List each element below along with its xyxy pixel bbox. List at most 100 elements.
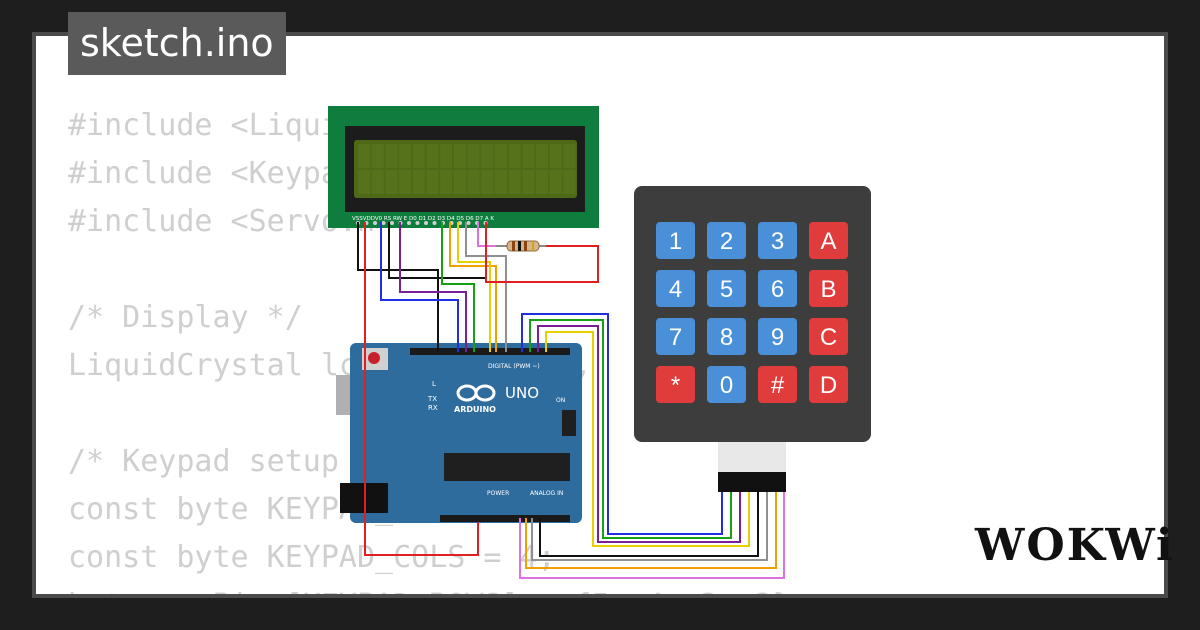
keypad-key-B[interactable]: B	[809, 270, 848, 307]
arduino-brand-label: ARDUINO	[454, 405, 496, 414]
keypad-key-cap	[707, 222, 746, 259]
wire-purple-e	[399, 222, 467, 352]
keypad-key-7[interactable]: 7	[656, 318, 695, 355]
lcd-pin[interactable]	[373, 221, 377, 225]
keypad-key-label: B	[820, 276, 836, 303]
lcd-pin[interactable]	[415, 221, 420, 225]
lcd-cell	[399, 144, 412, 168]
lcd-pin[interactable]	[390, 221, 394, 225]
keypad-key-D[interactable]: D	[809, 366, 848, 403]
lcd-pin[interactable]	[432, 221, 437, 225]
keypad-key-cap	[758, 366, 797, 403]
wire-gray-a2	[531, 492, 768, 561]
resistor[interactable]	[496, 240, 546, 252]
keypad-key-cap	[758, 222, 797, 259]
reset-button[interactable]	[368, 352, 380, 364]
frame-top	[36, 32, 1166, 36]
keypad-key-cap	[707, 318, 746, 355]
keypad-key-#[interactable]: #	[758, 366, 797, 403]
keypad-key-cap	[656, 318, 695, 355]
keypad-key-label: 5	[720, 276, 733, 303]
code-line[interactable]: /* Display */	[68, 300, 303, 335]
arduino-uno[interactable]: DIGITAL (PWM ~) L TX RX ON UNO ARDUINO P…	[336, 343, 582, 523]
power-header-label: POWER	[487, 490, 509, 497]
lcd-pin[interactable]	[424, 221, 428, 225]
lcd-pin[interactable]	[466, 221, 471, 225]
keypad-key-3[interactable]: 3	[758, 222, 797, 259]
led-on-label: ON	[556, 397, 565, 404]
wire-green-d4	[441, 222, 475, 352]
wire-orange-d5	[449, 222, 497, 352]
keypad-key-cap	[809, 270, 848, 307]
keypad-key-9[interactable]: 9	[758, 318, 797, 355]
lcd-pin[interactable]	[381, 221, 386, 225]
keypad-key-label: 8	[720, 324, 733, 351]
file-tab[interactable]: sketch.ino	[68, 12, 286, 75]
lcd-cell	[508, 144, 521, 168]
keypad-key-label: C	[820, 324, 837, 351]
lcd-cell	[426, 170, 439, 194]
keypad-key-6[interactable]: 6	[758, 270, 797, 307]
analog-power-header	[440, 515, 570, 522]
keypad-key-4[interactable]: 4	[656, 270, 695, 307]
keypad-key-label: *	[671, 372, 680, 399]
lcd-cell	[399, 170, 412, 194]
wire-green-k2	[529, 319, 732, 539]
keypad-key-label: 4	[669, 276, 682, 303]
wire-pink-a4	[519, 492, 785, 579]
lcd-cell	[508, 170, 521, 194]
code-line[interactable]: /* Keypad setup */	[68, 444, 394, 479]
keypad-key-cap	[707, 270, 746, 307]
keypad-key-cap	[809, 222, 848, 259]
lcd-cell	[563, 144, 576, 168]
keypad-connector	[718, 472, 786, 492]
lcd-cell	[426, 144, 439, 168]
wire-yellow-d6	[457, 222, 491, 352]
keypad-key-label: 1	[669, 228, 682, 255]
lcd-cell	[481, 144, 494, 168]
keypad-key-1[interactable]: 1	[656, 222, 695, 259]
wokwi-logo: WOKWi	[975, 520, 1175, 571]
code-line[interactable]: const byte KEYPAD_COLS = 4;	[68, 540, 556, 575]
arduino-model-label: UNO	[505, 384, 539, 402]
lcd-cell	[467, 170, 480, 194]
wire-blue-k1	[521, 313, 723, 535]
lcd-cell	[358, 170, 370, 194]
wire-red-vdd	[364, 222, 479, 556]
lcd-display[interactable]: VSSVDDV0 RS RW E D0 D1 D2 D3 D4 D5 D6 D7…	[328, 106, 599, 228]
wire-yellow-k4	[545, 331, 750, 547]
keypad-key-label: 7	[669, 324, 682, 351]
keypad-key-*[interactable]: *	[656, 366, 695, 403]
code-card: #include <LiquidCrystal.h>#include <Keyp…	[36, 36, 1164, 594]
frame-left	[32, 32, 36, 598]
lcd-cell	[563, 170, 576, 194]
wire-black-a1	[539, 492, 759, 557]
lcd-cell	[467, 144, 480, 168]
digital-header-label: DIGITAL (PWM ~)	[488, 363, 540, 370]
keypad-key-2[interactable]: 2	[707, 222, 746, 259]
lcd-cell	[495, 144, 507, 168]
keypad-key-label: #	[771, 372, 785, 399]
lcd-cell	[481, 170, 494, 194]
keypad-key-label: A	[820, 228, 836, 255]
keypad-key-label: 0	[720, 372, 733, 399]
lcd-cell	[385, 170, 398, 194]
keypad-key-5[interactable]: 5	[707, 270, 746, 307]
lcd-cell	[440, 144, 453, 168]
code-line[interactable]: byte rowPins[KEYPAD_ROWS] = {5, 4, 3, 2}…	[68, 582, 809, 594]
keypad-key-0[interactable]: 0	[707, 366, 746, 403]
keypad-key-8[interactable]: 8	[707, 318, 746, 355]
lcd-cell	[385, 144, 398, 168]
lcd-cell	[536, 170, 549, 194]
wire-blue-rs	[380, 222, 459, 352]
lcd-cell	[495, 170, 507, 194]
analog-header-label: ANALOG IN	[530, 490, 563, 497]
keypad-key-C[interactable]: C	[809, 318, 848, 355]
keypad-key-cap	[707, 366, 746, 403]
wire-pink-a	[477, 222, 496, 247]
keypad-key-A[interactable]: A	[809, 222, 848, 259]
lcd-pin[interactable]	[407, 221, 411, 225]
keypad-key-cap	[758, 318, 797, 355]
